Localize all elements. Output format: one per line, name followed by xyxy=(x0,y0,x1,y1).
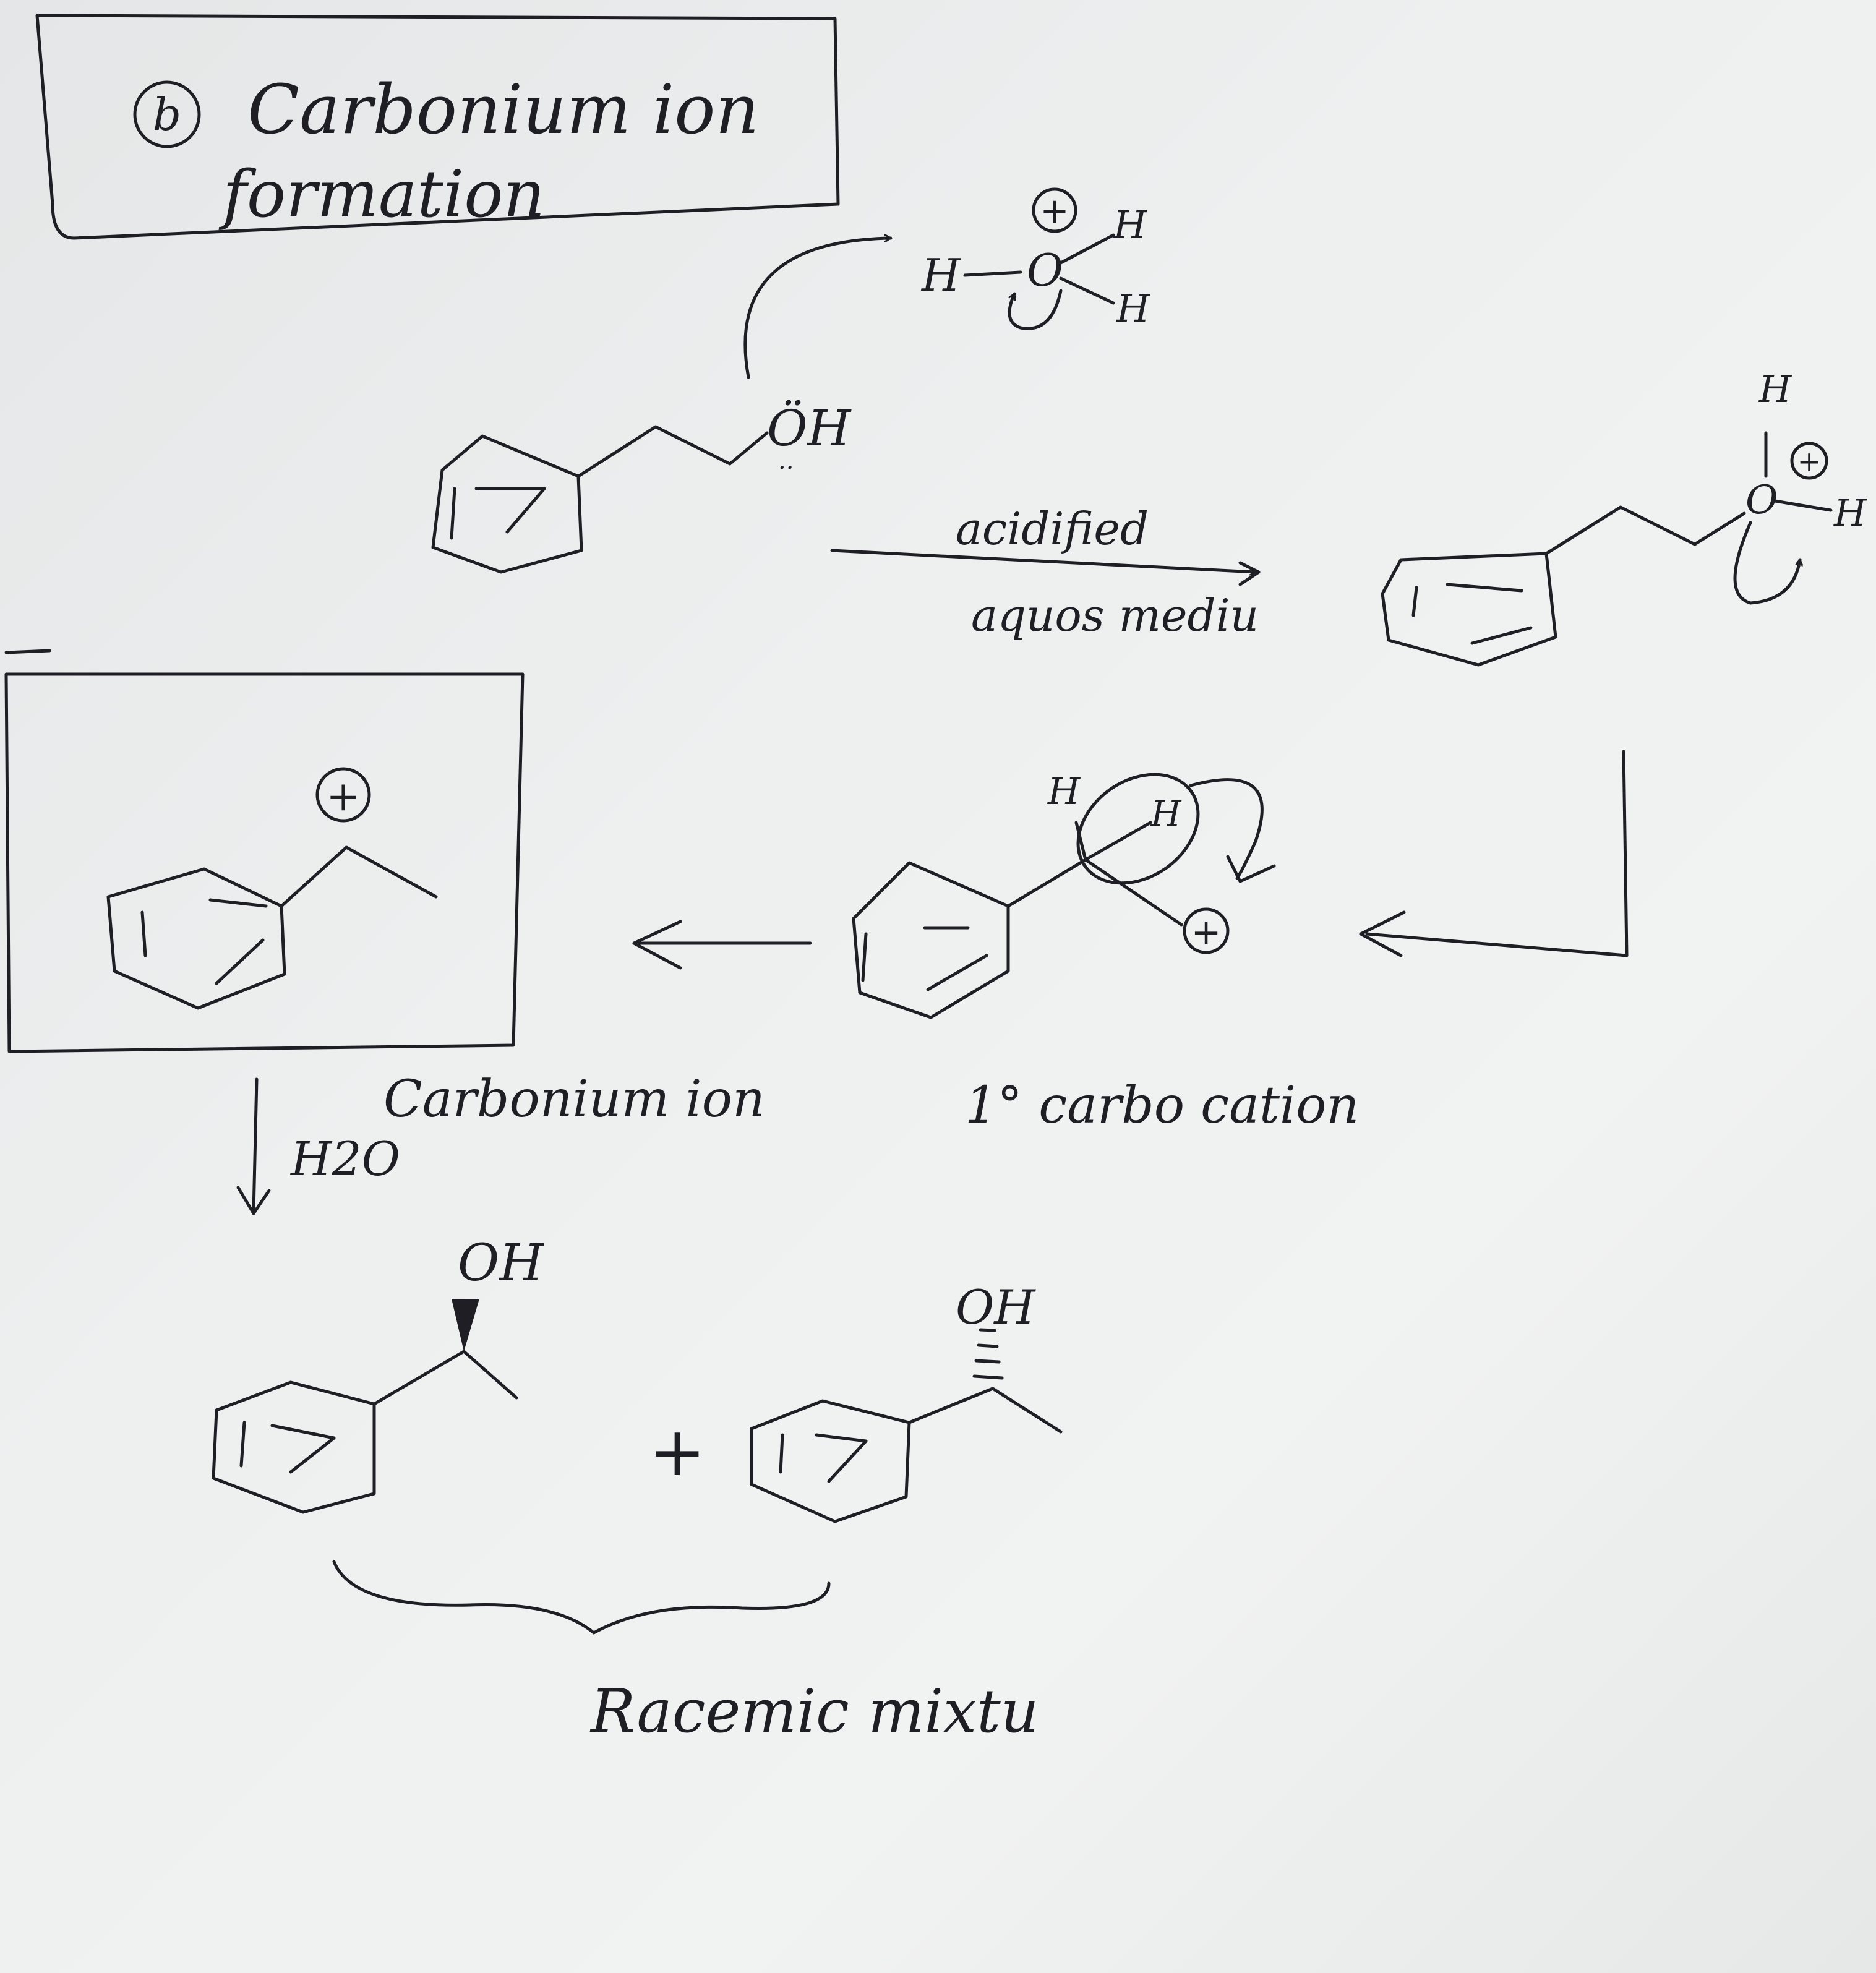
product-a-benzene-ring xyxy=(212,1380,376,1514)
protonated-double-bond-1 xyxy=(1411,586,1418,617)
hydronium-o: O xyxy=(1027,244,1063,296)
carbonium-caption: Carbonium ion xyxy=(383,1070,765,1129)
reactant-double-bond-1 xyxy=(450,487,456,540)
reactant-side-chain xyxy=(576,425,769,478)
protonated-curly-arrow xyxy=(1733,521,1800,605)
arrow-1-head xyxy=(1238,561,1261,586)
product-b-oh: OH xyxy=(956,1280,1036,1335)
product-b-double-bond-2 xyxy=(815,1433,868,1483)
hydration-arrow: H2O xyxy=(236,1077,400,1215)
carbocation-charge-circle xyxy=(1183,907,1230,954)
hydronium-curly-arrow xyxy=(1008,289,1063,330)
title-line1: Carbonium ion xyxy=(247,70,759,149)
carbocation-caption: 1° carbo cation xyxy=(965,1076,1359,1135)
product-a-wedge-bond xyxy=(452,1299,479,1351)
carbonium-charge-circle xyxy=(315,767,371,823)
hydronium-charge: + xyxy=(1040,191,1069,231)
protonated-benzene-ring xyxy=(1381,552,1557,667)
protonated-h-right: H xyxy=(1833,492,1867,535)
carbonium-benzene-ring xyxy=(106,867,286,1010)
racemic-label: Racemic mixtu xyxy=(589,1677,1039,1746)
hydronium-charge-circle xyxy=(1032,187,1077,233)
carbocation-double-bond-1 xyxy=(861,932,868,982)
brace-curve xyxy=(332,1560,831,1635)
hydronium-bond-left xyxy=(963,270,1022,277)
hydration-label: H2O xyxy=(289,1131,400,1186)
carbocation-benzene-ring xyxy=(852,861,1010,1019)
carbonium-double-bond-1 xyxy=(140,910,147,957)
lone-pair-attack-arrow xyxy=(743,238,893,379)
arrow-1-label-2: aquos mediu xyxy=(971,589,1259,641)
carbonium-charge: + xyxy=(326,773,360,820)
protonated-double-bond-3 xyxy=(1470,626,1533,645)
carbocation-double-bond-3 xyxy=(926,954,988,991)
carbonium-box xyxy=(4,672,525,1053)
product-b: OH xyxy=(750,1280,1063,1523)
hydride-shift-arrow-head xyxy=(1226,855,1276,883)
carbonium-double-bond-3 xyxy=(215,938,265,985)
carbonium-double-bond-2 xyxy=(208,898,268,908)
water-loss-arrow xyxy=(1365,750,1629,957)
reactant-lone-pair: ·· xyxy=(778,454,794,482)
hydration-arrow-head xyxy=(236,1186,271,1215)
reactant-molecule: ÖH ·· xyxy=(431,399,852,574)
carbocation-bond-h1 xyxy=(1074,821,1087,862)
plus-sign: + xyxy=(649,1412,706,1491)
racemic-brace: Racemic mixtu xyxy=(332,1560,1039,1746)
protonated-double-bond-2 xyxy=(1446,583,1523,593)
product-b-double-bond-1 xyxy=(779,1433,784,1474)
arrow-1-label-1: acidified xyxy=(956,503,1149,555)
carbocation-bond-h2 xyxy=(1084,821,1152,862)
protonated-charge: + xyxy=(1797,445,1822,478)
carbocation-h1: H xyxy=(1047,770,1081,813)
product-a-double-bond-1 xyxy=(239,1421,246,1468)
primary-carbocation: H H + 1° carbo cation xyxy=(852,770,1359,1135)
reactant-oh: ÖH xyxy=(767,399,852,457)
carbocation-charge: + xyxy=(1191,911,1222,953)
protonated-o: O xyxy=(1745,477,1778,523)
hydronium-bond-top xyxy=(1059,233,1115,265)
hydration-arrow-line xyxy=(252,1077,259,1214)
hydronium-h-bottom: H xyxy=(1116,286,1151,331)
carbocation-h2: H xyxy=(1150,794,1182,834)
hydronium-ion: H O H H + xyxy=(920,187,1151,331)
carbonium-ion: + Carbonium ion xyxy=(4,649,765,1129)
rearrangement-arrow-head xyxy=(632,920,682,970)
product-a-oh: OH xyxy=(458,1234,544,1293)
protonated-side-chain xyxy=(1544,505,1746,555)
title-box: b Carbonium ion formation xyxy=(35,14,840,240)
carbonium-box-tick xyxy=(4,649,51,654)
protonated-charge-circle xyxy=(1790,442,1828,480)
reactant-double-bond-2 xyxy=(474,487,546,534)
protonated-bond-right xyxy=(1773,499,1833,512)
reactant-benzene-ring xyxy=(431,434,583,574)
title-marker: b xyxy=(153,88,181,140)
hydronium-h-left: H xyxy=(920,249,961,301)
arrow-1-line xyxy=(830,549,1257,572)
title-frame xyxy=(35,14,840,240)
product-b-benzene-ring xyxy=(750,1399,911,1523)
water-loss-arrow-head xyxy=(1359,910,1406,957)
carbocation-side-chain xyxy=(1006,858,1183,927)
product-b-hashed-bond xyxy=(972,1328,1004,1380)
product-a-double-bond-2 xyxy=(270,1424,336,1474)
migrating-h-circle xyxy=(1076,773,1200,885)
product-a-side-chain xyxy=(372,1350,518,1406)
hydronium-bond-bottom xyxy=(1059,276,1115,305)
product-b-side-chain xyxy=(907,1387,1063,1434)
label-circle xyxy=(133,80,201,148)
hydronium-h-top: H xyxy=(1113,202,1148,247)
reaction-arrow-1: acidified aquos mediu xyxy=(830,503,1261,641)
protonated-alcohol: O H H + xyxy=(1381,368,1867,667)
carbonium-side-chain xyxy=(280,845,438,908)
protonated-h-top: H xyxy=(1758,368,1792,411)
product-a: OH xyxy=(212,1234,544,1514)
title-line2: formation xyxy=(218,156,545,232)
hydride-shift-arrow xyxy=(1189,778,1264,880)
